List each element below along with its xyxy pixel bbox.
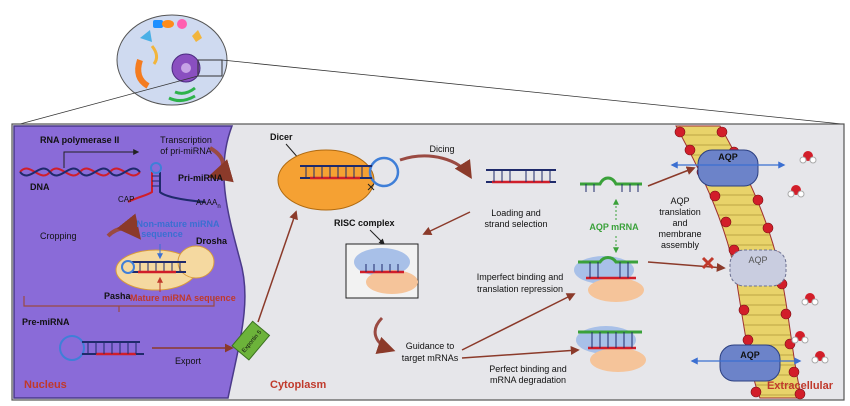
aqp-translation-1: AQP: [670, 196, 689, 206]
cap-label: CAP: [118, 195, 134, 204]
mature-mirna-label: Mature miRNA sequence: [130, 293, 236, 303]
mrna-degradation-complex: [576, 326, 646, 372]
export-label: Export: [175, 356, 202, 366]
exportin-5: Exportin 5: [231, 320, 271, 361]
loading-label-1: Loading and: [491, 208, 541, 218]
cell-illustration: [19, 14, 843, 125]
dicing-label: Dicing: [429, 144, 454, 154]
to-dicer-arrow: [257, 210, 298, 323]
cropping-label: Cropping: [40, 231, 77, 241]
transcription-arrow: [207, 146, 234, 183]
risc-label: RISC complex: [334, 218, 395, 228]
extracellular-label: Extracellular: [767, 380, 834, 392]
cropping-arrow: [106, 213, 142, 240]
transcription-start-arrow: [63, 149, 140, 168]
pri-mirna-structure: [127, 162, 206, 203]
imperfect-arrow: [461, 293, 576, 351]
aqp-top-label: AQP: [718, 152, 738, 162]
drosha-label: Drosha: [196, 236, 228, 246]
non-mature-label-2: sequence: [141, 229, 183, 239]
pre-mirna-label: Pre-miRNA: [22, 317, 70, 327]
nucleus-label: Nucleus: [24, 379, 67, 391]
dicer-complex: [277, 149, 400, 211]
cytoplasm-label: Cytoplasm: [270, 379, 326, 391]
dna-helix: [19, 167, 141, 177]
aaaa-label: AAAAn: [196, 198, 221, 210]
guidance-label-1: Guidance to: [406, 341, 455, 351]
of-pri-label: of pri-miRNA: [160, 146, 212, 156]
mirna-duplex: [486, 169, 556, 184]
dicing-arrow: [399, 154, 472, 180]
imperfect-label-2: translation repression: [477, 284, 563, 294]
perfect-label-1: Perfect binding and: [489, 364, 567, 374]
dicer-label: Dicer: [270, 132, 293, 142]
loading-label-2: strand selection: [484, 219, 547, 229]
perfect-arrow: [461, 346, 580, 359]
transcription-label: Transcription: [160, 135, 212, 145]
dna-label: DNA: [30, 182, 50, 192]
drosha-pasha-complex: [115, 244, 215, 292]
imperfect-label-1: Imperfect binding and: [477, 272, 564, 282]
perfect-label-2: mRNA degradation: [490, 375, 566, 385]
loading-arrow: [422, 211, 471, 235]
aqp-translation-5: assembly: [661, 240, 700, 250]
guidance-label-2: target mRNAs: [402, 353, 459, 363]
aqp-mrna-free: [580, 176, 642, 192]
aqp-mid-label: AQP: [748, 255, 767, 265]
non-mature-label-1: Non-mature miRNA: [136, 219, 220, 229]
to-membrane-arrow: [647, 166, 696, 187]
risc-complex: [345, 243, 419, 299]
aqp-channel-top: AQP: [670, 149, 786, 187]
aqp-mrna-label: AQP mRNA: [589, 222, 639, 232]
bracket: [23, 296, 215, 312]
guidance-arrow: [373, 316, 396, 354]
pre-mirna-structure: [59, 335, 144, 361]
aqp-bot-label: AQP: [740, 350, 760, 360]
blocked-x-icon: [701, 256, 715, 270]
rna-pol-label: RNA polymerase II: [40, 135, 119, 145]
aqp-channel-blocked: AQP: [729, 249, 787, 287]
aqp-translation-3: and: [672, 218, 687, 228]
pasha-label: Pasha: [104, 291, 132, 301]
pri-mirna-label: Pri-miRNA: [178, 173, 224, 183]
aqp-translation-2: translation: [659, 207, 701, 217]
water-molecules: [787, 151, 829, 364]
aqp-channel-bottom: AQP: [690, 344, 802, 382]
aqp-translation-4: membrane: [658, 229, 701, 239]
translation-repression-complex: [574, 256, 644, 302]
